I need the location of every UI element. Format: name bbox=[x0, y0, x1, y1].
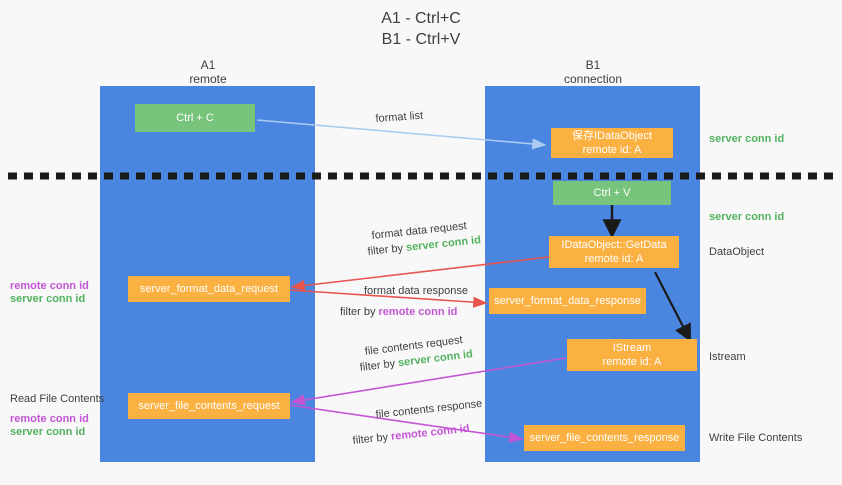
column-b1-sub: connection bbox=[563, 72, 623, 86]
filter-by-label-3: filter by bbox=[359, 357, 396, 374]
box-save-idataobject-line1: 保存IDataObject bbox=[571, 130, 653, 142]
box-save-idataobject-line2: remote id: A bbox=[582, 144, 642, 156]
annotation-format-data-response: format data response bbox=[364, 284, 468, 298]
left-label-server-conn-id-2: server conn id bbox=[10, 426, 86, 438]
title-line-2: B1 - Ctrl+V bbox=[381, 31, 461, 48]
box-save-idataobject[interactable]: 保存IDataObject remote id: A bbox=[551, 128, 673, 158]
remote-conn-id-label-1: remote conn id bbox=[378, 306, 458, 318]
column-header-b1: B1 connection bbox=[513, 58, 673, 86]
box-idataobject-getdata-line2: remote id: A bbox=[584, 253, 644, 265]
box-istream-line2: remote id: A bbox=[602, 356, 662, 368]
remote-conn-id-label-2: remote conn id bbox=[390, 422, 471, 443]
right-label-write-file-contents: Write File Contents bbox=[709, 432, 803, 444]
box-server-format-data-request[interactable]: server_format_data_request bbox=[128, 276, 290, 302]
annotation-format-list-label: format list bbox=[375, 109, 424, 125]
column-header-a1: A1 remote bbox=[128, 58, 288, 86]
column-a1-name: A1 bbox=[200, 58, 216, 72]
annotation-format-data-response-label: format data response bbox=[364, 285, 468, 297]
box-server-file-contents-response-label: server_file_contents_response bbox=[529, 432, 680, 444]
right-label-dataobject: DataObject bbox=[709, 246, 765, 258]
right-label-istream: Istream bbox=[709, 351, 746, 363]
box-server-file-contents-request-label: server_file_contents_request bbox=[138, 400, 280, 412]
title-line-1: A1 - Ctrl+C bbox=[381, 10, 461, 27]
filter-by-label-1: filter by bbox=[367, 242, 404, 258]
box-server-format-data-response-label: server_format_data_response bbox=[494, 295, 641, 307]
annotation-file-contents-response: file contents response bbox=[375, 397, 483, 422]
column-b1-name: B1 bbox=[585, 58, 601, 72]
left-label-read-file-contents: Read File Contents bbox=[10, 393, 105, 405]
left-label-server-conn-id-1: server conn id bbox=[10, 293, 86, 305]
annotation-file-contents-response-label: file contents response bbox=[375, 397, 483, 421]
annotation-filter-remote-conn-id-2: filter by remote conn id bbox=[352, 422, 470, 448]
left-label-remote-conn-id-1: remote conn id bbox=[10, 280, 89, 292]
box-idataobject-getdata[interactable]: IDataObject::GetData remote id: A bbox=[549, 236, 679, 268]
box-ctrl-c[interactable]: Ctrl + C bbox=[135, 104, 255, 132]
box-istream-line1: IStream bbox=[612, 342, 652, 354]
box-server-file-contents-response[interactable]: server_file_contents_response bbox=[524, 425, 685, 451]
right-label-server-conn-id-top: server conn id bbox=[709, 133, 785, 145]
box-server-file-contents-request[interactable]: server_file_contents_request bbox=[128, 393, 290, 419]
box-server-format-data-request-label: server_format_data_request bbox=[139, 283, 279, 295]
right-label-server-conn-id-mid: server conn id bbox=[709, 211, 785, 223]
box-server-format-data-response[interactable]: server_format_data_response bbox=[489, 288, 646, 314]
box-ctrl-c-label: Ctrl + C bbox=[176, 112, 214, 124]
annotation-filter-remote-conn-id-1: filter by remote conn id bbox=[340, 305, 457, 319]
box-ctrl-v[interactable]: Ctrl + V bbox=[553, 181, 671, 205]
box-idataobject-getdata-line1: IDataObject::GetData bbox=[561, 239, 667, 251]
box-istream[interactable]: IStream remote id: A bbox=[567, 339, 697, 371]
column-a1-sub: remote bbox=[189, 72, 227, 86]
filter-by-label-4: filter by bbox=[352, 431, 389, 447]
page-title: A1 - Ctrl+C B1 - Ctrl+V bbox=[0, 8, 842, 50]
annotation-format-list: format list bbox=[375, 109, 424, 126]
filter-by-label-2: filter by bbox=[340, 306, 376, 318]
left-label-remote-conn-id-2: remote conn id bbox=[10, 413, 89, 425]
box-ctrl-v-label: Ctrl + V bbox=[593, 187, 631, 199]
